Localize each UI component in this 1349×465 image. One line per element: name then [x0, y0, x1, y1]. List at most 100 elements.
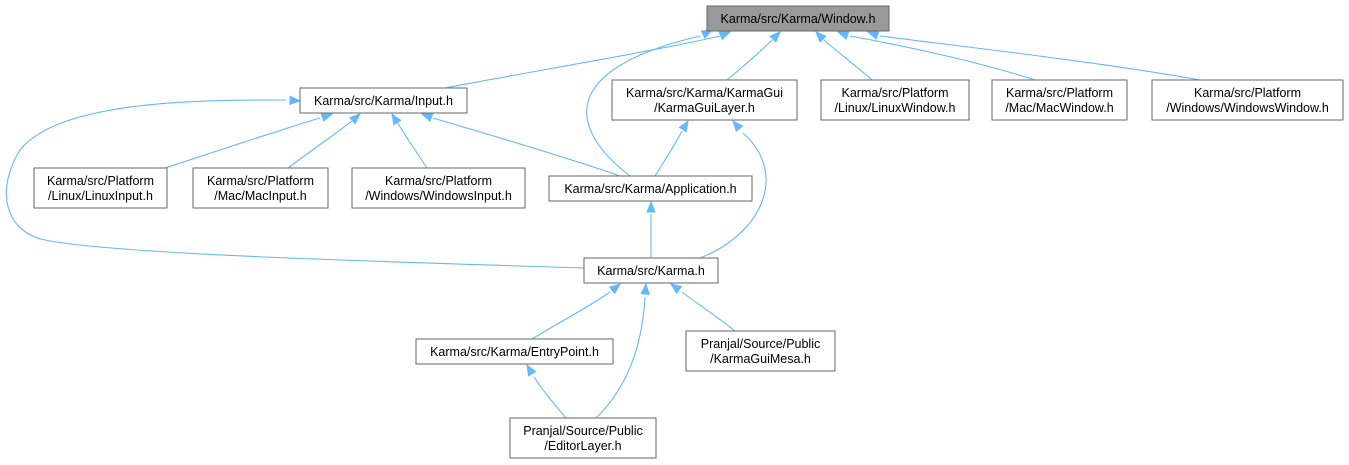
- edge-line: [533, 376, 567, 419]
- arrow-head-icon: [678, 119, 689, 133]
- arrow-head-icon: [420, 113, 434, 123]
- node-box: [706, 5, 890, 32]
- node-label-line: Karma/src/Karma/Window.h: [721, 12, 876, 26]
- node-label-line: Pranjal/Source/Public: [523, 424, 643, 438]
- edge-line: [823, 39, 873, 81]
- node-label-line: Karma/src/Platform: [207, 174, 314, 188]
- node-box: [509, 417, 657, 459]
- arrow-head-icon: [640, 282, 650, 295]
- node-label-line: Karma/src/Karma/Application.h: [564, 182, 736, 196]
- node-label-line: /Linux/LinuxWindow.h: [835, 101, 956, 115]
- node-linuxwin[interactable]: Karma/src/Platform/Linux/LinuxWindow.h: [820, 79, 970, 121]
- node-label-line: Karma/src/Platform: [385, 174, 492, 188]
- node-label-line: /KarmaGuiMesa.h: [710, 352, 811, 366]
- edge-line: [654, 130, 683, 177]
- node-wininput[interactable]: Karma/src/Platform/Windows/WindowsInput.…: [351, 167, 526, 209]
- node-box: [548, 175, 753, 202]
- edge-line: [164, 117, 321, 169]
- arrow-head-icon: [348, 113, 362, 125]
- edge-winwin-to-window: [866, 30, 1201, 81]
- node-linuxinput[interactable]: Karma/src/Platform/Linux/LinuxInput.h: [33, 167, 168, 209]
- arrow-head-icon: [646, 200, 656, 213]
- edge-line: [444, 35, 721, 89]
- arrow-head-icon: [669, 283, 683, 294]
- arrow-head-icon: [608, 283, 622, 295]
- edge-line: [595, 296, 646, 419]
- edge-entrypoint-to-karma: [531, 283, 622, 340]
- edge-line: [531, 291, 611, 340]
- node-label-line: /EditorLayer.h: [544, 439, 621, 453]
- node-guilayer[interactable]: Karma/src/Karma/KarmaGui/KarmaGuiLayer.h: [611, 79, 798, 121]
- edge-line: [879, 35, 1201, 81]
- node-box: [1151, 79, 1344, 121]
- edge-line: [726, 39, 773, 81]
- arrow-head-icon: [718, 31, 732, 41]
- edge-editorlayer-to-karma: [595, 282, 650, 419]
- node-macwin[interactable]: Karma/src/Platform/Mac/MacWindow.h: [991, 79, 1128, 121]
- arrow-head-icon: [815, 31, 827, 43]
- edge-karma-to-input: [5, 95, 585, 269]
- edge-application-to-input: [420, 113, 621, 177]
- node-entrypoint[interactable]: Karma/src/Karma/EntryPoint.h: [415, 338, 614, 365]
- edge-linuxwin-to-window: [815, 31, 873, 81]
- edge-macwin-to-window: [836, 30, 1036, 81]
- edges-layer: [5, 29, 1201, 419]
- edge-wininput-to-input: [391, 112, 428, 169]
- edge-macinput-to-input: [287, 113, 362, 169]
- node-box: [299, 87, 468, 114]
- arrow-head-icon: [769, 31, 781, 43]
- node-label-line: Karma/src/Platform: [1006, 86, 1113, 100]
- arrow-head-icon: [866, 30, 880, 40]
- edge-application-to-guilayer: [654, 119, 689, 177]
- node-label-line: Karma/src/Karma/Input.h: [314, 94, 453, 108]
- node-box: [820, 79, 970, 121]
- edge-karma-to-guilayer: [699, 119, 767, 259]
- node-box: [583, 257, 719, 284]
- node-box: [685, 330, 836, 372]
- node-input[interactable]: Karma/src/Karma/Input.h: [299, 87, 468, 114]
- node-label-line: Pranjal/Source/Public: [701, 337, 821, 351]
- node-label-line: Karma/src/Karma.h: [597, 264, 705, 278]
- node-karma[interactable]: Karma/src/Karma.h: [583, 257, 719, 284]
- node-window: Karma/src/Karma/Window.h: [706, 5, 890, 32]
- arrow-head-icon: [836, 30, 850, 40]
- edge-line: [699, 132, 767, 259]
- node-application[interactable]: Karma/src/Karma/Application.h: [548, 175, 753, 202]
- node-guimesa[interactable]: Pranjal/Source/Public/KarmaGuiMesa.h: [685, 330, 836, 372]
- edge-line: [849, 35, 1036, 81]
- edge-linuxinput-to-input: [164, 112, 334, 169]
- arrow-head-icon: [320, 112, 334, 122]
- node-winwin[interactable]: Karma/src/Platform/Windows/WindowsWindow…: [1151, 79, 1344, 121]
- node-label-line: Karma/src/Platform: [47, 174, 154, 188]
- edge-line: [681, 291, 736, 332]
- node-label-line: /Mac/MacWindow.h: [1005, 101, 1113, 115]
- node-editorlayer[interactable]: Pranjal/Source/Public/EditorLayer.h: [509, 417, 657, 459]
- node-label-line: /KarmaGuiLayer.h: [654, 101, 755, 115]
- node-label-line: Karma/src/Karma/EntryPoint.h: [430, 345, 599, 359]
- edge-line: [432, 117, 621, 177]
- arrow-head-icon: [526, 363, 537, 377]
- node-box: [415, 338, 614, 365]
- edge-line: [396, 121, 428, 169]
- node-label-line: /Mac/MacInput.h: [214, 189, 306, 203]
- node-box: [991, 79, 1128, 121]
- node-label-line: Karma/src/Karma/KarmaGui: [626, 86, 783, 100]
- edge-line: [586, 35, 701, 177]
- nodes-layer: Karma/src/Karma/Window.hKarma/src/Karma/…: [33, 5, 1344, 459]
- node-box: [33, 167, 168, 209]
- node-macinput[interactable]: Karma/src/Platform/Mac/MacInput.h: [192, 167, 329, 209]
- node-label-line: Karma/src/Platform: [1194, 86, 1301, 100]
- edge-line: [5, 99, 585, 269]
- edge-input-to-window: [444, 31, 732, 89]
- node-box: [351, 167, 526, 209]
- edge-karma-to-application: [646, 200, 656, 258]
- node-label-line: /Linux/LinuxInput.h: [48, 189, 153, 203]
- node-box: [192, 167, 329, 209]
- node-label-line: Karma/src/Platform: [842, 86, 949, 100]
- edge-guimesa-to-karma: [669, 283, 736, 332]
- edge-editorlayer-to-entrypoint: [526, 363, 567, 419]
- arrow-head-icon: [732, 119, 744, 133]
- edge-line: [287, 120, 353, 169]
- node-box: [611, 79, 798, 121]
